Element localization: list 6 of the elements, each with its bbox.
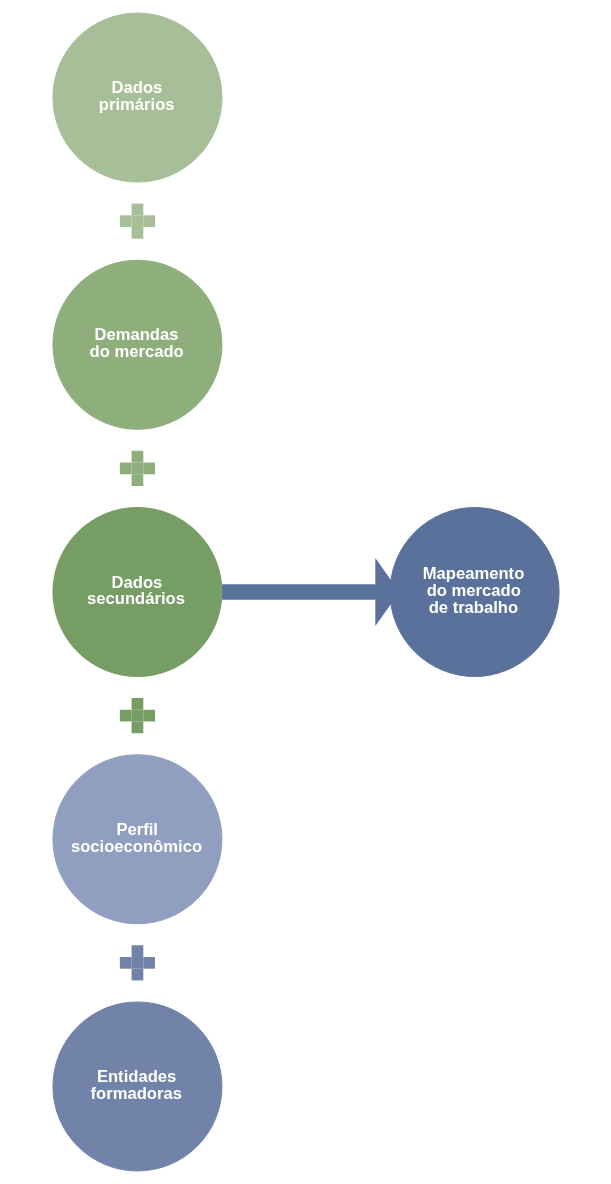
node-circle: Mapeamento do mercado de trabalho bbox=[389, 507, 560, 677]
node-circle: Demandas do mercado bbox=[51, 259, 222, 430]
node-circle: Dados primários bbox=[51, 12, 222, 183]
node-circle: Perfil socioeconômico bbox=[51, 754, 222, 925]
node-circle: Entidades formadoras bbox=[51, 1001, 222, 1172]
node-circle: Dados secundários bbox=[51, 507, 222, 677]
